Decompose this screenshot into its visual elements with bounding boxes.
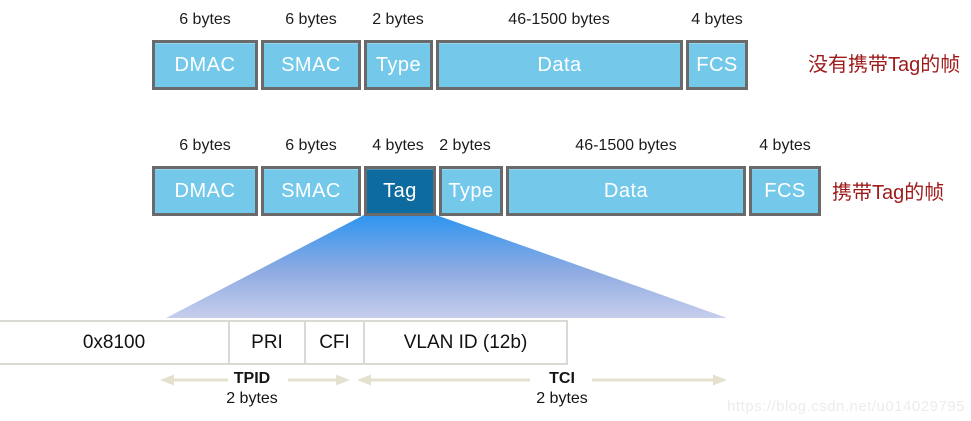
tag-detail-vlanid-cell: VLAN ID (12b) xyxy=(365,322,566,363)
tag-detail-row: 0x8100 PRI CFI VLAN ID (12b) xyxy=(0,320,568,365)
byte-label-fcs-2: 4 bytes xyxy=(759,137,811,154)
tci-size: 2 bytes xyxy=(536,390,588,407)
tag-expansion-funnel xyxy=(166,215,727,318)
byte-label-fcs-1: 4 bytes xyxy=(691,11,743,28)
field-smac-2: SMAC xyxy=(261,166,361,216)
byte-label-type-2: 2 bytes xyxy=(439,137,491,154)
byte-label-dmac-1: 6 bytes xyxy=(179,11,231,28)
byte-label-data-2: 46-1500 bytes xyxy=(575,137,677,154)
field-data-1: Data xyxy=(436,40,683,90)
field-dmac-1: DMAC xyxy=(152,40,258,90)
tpid-title: TPID xyxy=(233,370,271,387)
tag-detail-pri-cell: PRI xyxy=(230,322,306,363)
byte-label-smac-2: 6 bytes xyxy=(285,137,337,154)
byte-label-data-1: 46-1500 bytes xyxy=(508,11,610,28)
field-smac-1: SMAC xyxy=(261,40,361,90)
field-type-1: Type xyxy=(364,40,433,90)
watermark-url: https://blog.csdn.net/u014029795 xyxy=(727,398,965,415)
tpid-arrow xyxy=(160,374,350,386)
byte-label-tag-2: 4 bytes xyxy=(372,137,424,154)
caption-frame-with-tag: 携带Tag的帧 xyxy=(832,182,945,204)
tpid-size: 2 bytes xyxy=(226,390,278,407)
caption-frame-without-tag: 没有携带Tag的帧 xyxy=(808,54,961,76)
byte-label-smac-1: 6 bytes xyxy=(285,11,337,28)
field-dmac-2: DMAC xyxy=(152,166,258,216)
field-type-2: Type xyxy=(439,166,503,216)
tci-title: TCI xyxy=(549,370,575,387)
byte-label-type-1: 2 bytes xyxy=(372,11,424,28)
byte-label-dmac-2: 6 bytes xyxy=(179,137,231,154)
field-fcs-2: FCS xyxy=(749,166,821,216)
tci-label: TCI 2 bytes xyxy=(512,369,612,409)
field-data-2: Data xyxy=(506,166,746,216)
tag-detail-cfi-cell: CFI xyxy=(306,322,365,363)
field-tag: Tag xyxy=(364,166,436,216)
field-fcs-1: FCS xyxy=(686,40,748,90)
tpid-label: TPID 2 bytes xyxy=(202,369,302,409)
tag-detail-tpid-cell: 0x8100 xyxy=(0,322,230,363)
tci-arrow xyxy=(357,374,727,386)
